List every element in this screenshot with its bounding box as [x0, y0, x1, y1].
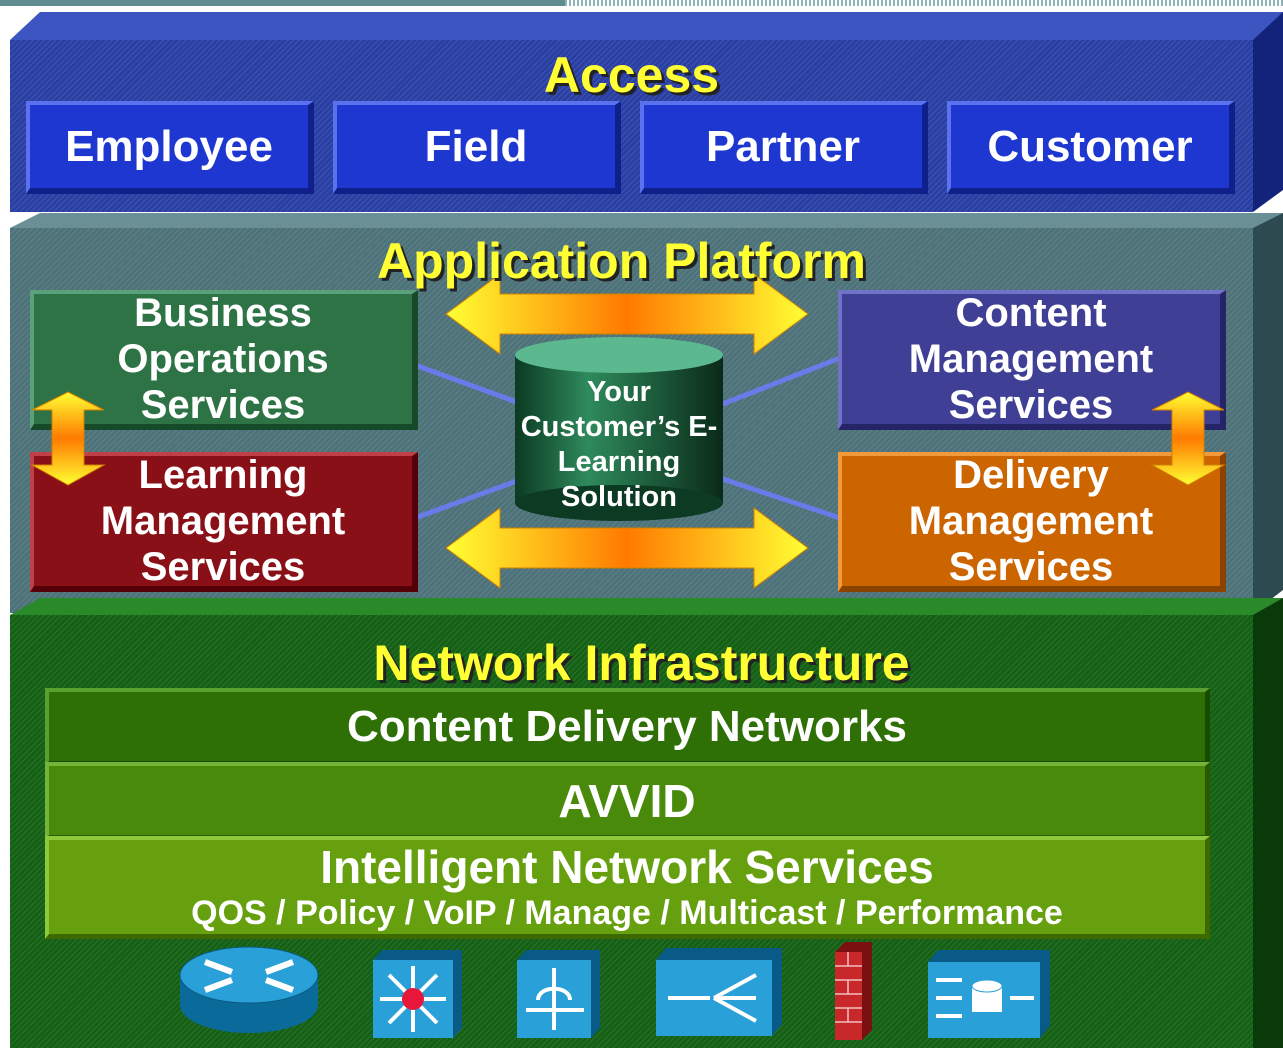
top-rule-dotted: [565, 0, 1283, 6]
layer3-switch-icon: [517, 950, 600, 1038]
intelligent-network-services-band[interactable]: Intelligent Network Services QOS / Polic…: [45, 836, 1210, 939]
delivery-management-services[interactable]: Delivery Management Services: [838, 452, 1226, 592]
access-item-partner[interactable]: Partner: [640, 101, 928, 194]
access-item-employee[interactable]: Employee: [26, 101, 314, 194]
content-switch-icon: [656, 948, 782, 1036]
network-title: Network Infrastructure: [373, 635, 910, 691]
database-cylinder-icon: [515, 337, 723, 521]
double-arrow-left-vertical-icon: [30, 391, 106, 486]
access-item-field[interactable]: Field: [333, 101, 621, 194]
router-icon: [179, 946, 319, 1033]
learning-management-services[interactable]: Learning Management Services: [30, 452, 418, 592]
content-engine-icon: [928, 950, 1050, 1038]
firewall-icon: [835, 942, 872, 1040]
multilayer-switch-icon: [373, 950, 462, 1038]
access-layer: Access Employee Field Partner Customer: [0, 0, 1283, 215]
access-item-customer[interactable]: Customer: [947, 101, 1235, 194]
platform-layer-faces: [10, 213, 1283, 613]
ins-title: Intelligent Network Services: [320, 841, 934, 893]
ins-subtitle: QOS / Policy / VoIP / Manage / Multicast…: [191, 894, 1063, 932]
top-rule: [0, 0, 565, 6]
database-label: Your Customer’s E-Learning Solution: [520, 376, 718, 513]
access-title: Access: [543, 47, 720, 103]
double-arrow-bottom-icon: [445, 507, 809, 589]
content-management-services[interactable]: Content Management Services: [838, 290, 1226, 430]
double-arrow-top-icon: [445, 273, 809, 355]
double-arrow-right-vertical-icon: [1150, 391, 1226, 486]
platform-title: Application Platform: [377, 233, 866, 289]
access-layer-faces: [10, 12, 1283, 212]
network-layer-faces: [10, 598, 1283, 1048]
